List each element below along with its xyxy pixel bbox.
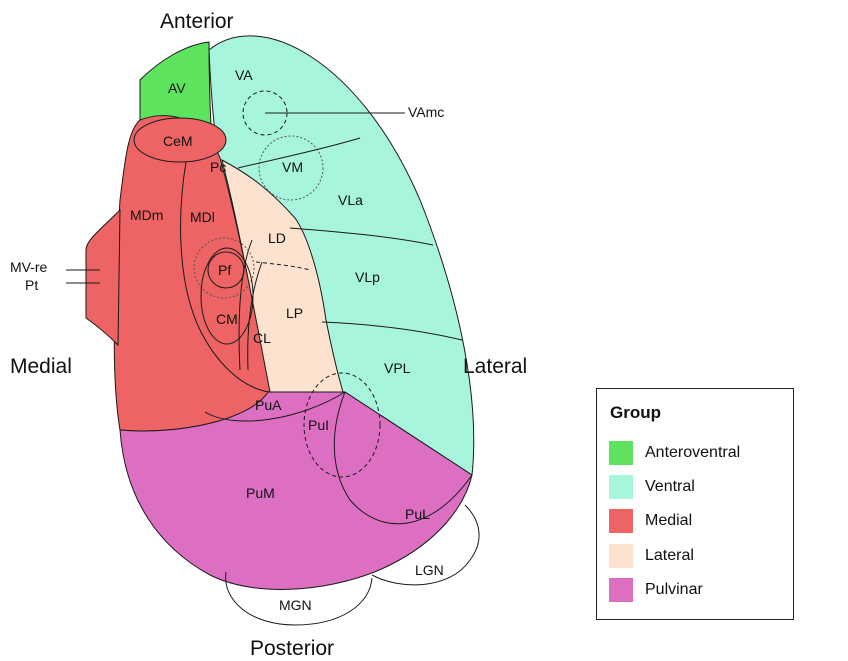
- label-mdl: MDl: [190, 209, 215, 225]
- legend-item-anteroventral: Anteroventral: [609, 441, 740, 465]
- label-cm: CM: [216, 311, 238, 327]
- label-pum: PuM: [246, 485, 275, 501]
- label-cl: CL: [253, 330, 271, 346]
- legend-swatch: [609, 441, 633, 465]
- midline-tab: [86, 210, 120, 345]
- label-pua: PuA: [255, 397, 282, 413]
- direction-medial: Medial: [10, 355, 72, 378]
- label-vla: VLa: [338, 192, 363, 208]
- label-va: VA: [235, 67, 253, 83]
- label-mgn: MGN: [279, 597, 312, 613]
- legend-swatch: [609, 578, 633, 602]
- direction-lateral: Lateral: [463, 355, 527, 378]
- legend-label: Anteroventral: [645, 444, 740, 462]
- label-mdm: MDm: [130, 207, 163, 223]
- legend-label: Pulvinar: [645, 581, 703, 599]
- legend-label: Lateral: [645, 547, 694, 565]
- legend-item-ventral: Ventral: [609, 475, 695, 499]
- label-pc: Pc: [210, 159, 226, 175]
- legend-swatch: [609, 544, 633, 568]
- label-cem: CeM: [163, 133, 193, 149]
- label-lp: LP: [286, 305, 303, 321]
- label-mvre: MV-re: [10, 259, 48, 275]
- label-vm: VM: [282, 159, 303, 175]
- legend: Group Anteroventral Ventral Medial Later…: [596, 388, 794, 620]
- label-pui: PuI: [308, 417, 329, 433]
- label-pul: PuL: [405, 506, 430, 522]
- legend-swatch: [609, 509, 633, 533]
- label-av: AV: [168, 80, 186, 96]
- label-vpl: VPL: [384, 360, 411, 376]
- direction-anterior: Anterior: [160, 10, 234, 33]
- direction-posterior: Posterior: [250, 637, 334, 660]
- label-ld: LD: [268, 230, 286, 246]
- label-pt: Pt: [25, 277, 38, 293]
- label-vlp: VLp: [355, 269, 380, 285]
- legend-item-pulvinar: Pulvinar: [609, 578, 703, 602]
- legend-title: Group: [610, 403, 661, 423]
- legend-swatch: [609, 475, 633, 499]
- legend-label: Medial: [645, 512, 692, 530]
- label-vamc: VAmc: [408, 104, 444, 120]
- legend-item-lateral: Lateral: [609, 544, 694, 568]
- legend-item-medial: Medial: [609, 509, 692, 533]
- legend-label: Ventral: [645, 478, 695, 496]
- label-lgn: LGN: [415, 562, 444, 578]
- label-pf: Pf: [218, 262, 231, 278]
